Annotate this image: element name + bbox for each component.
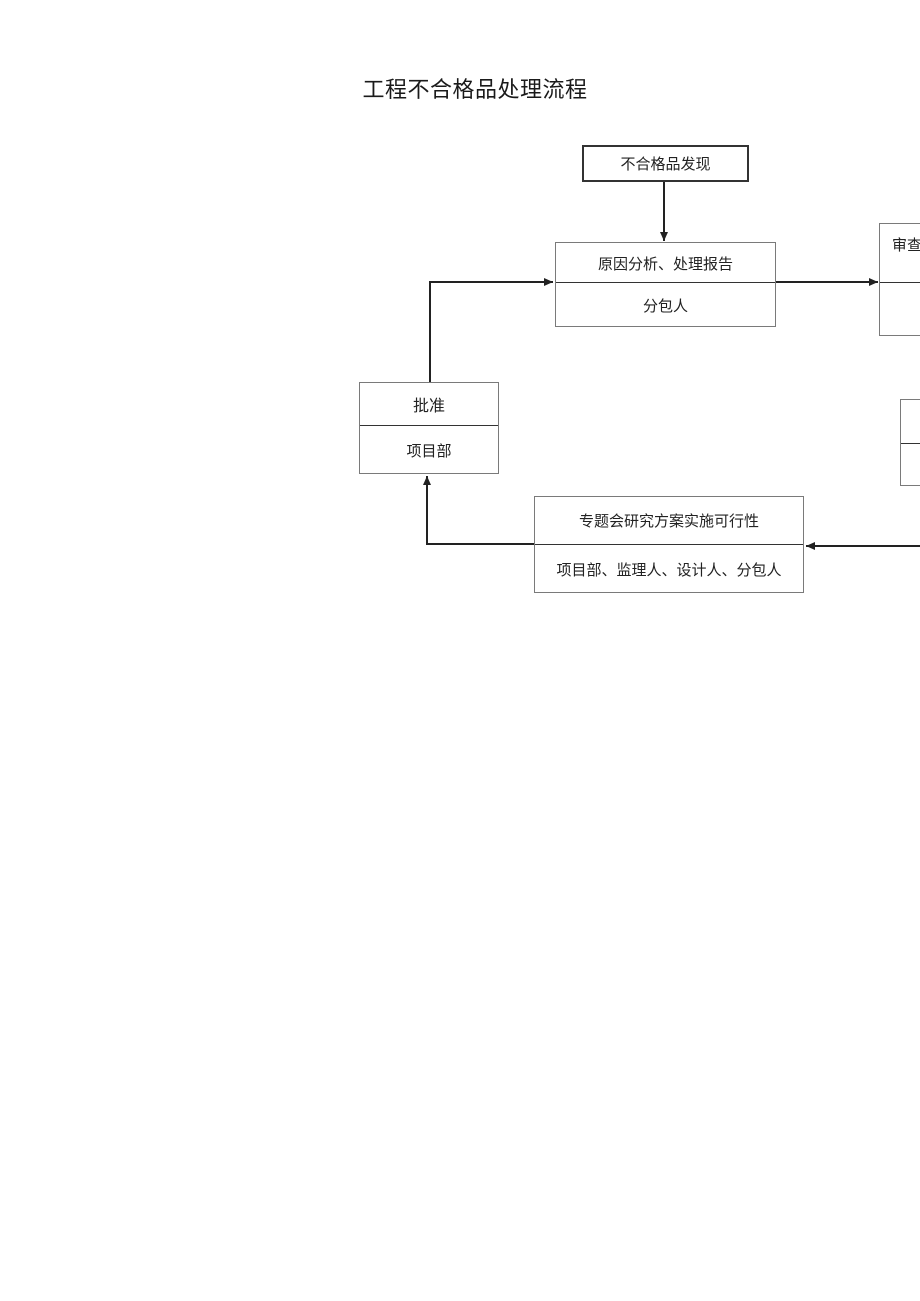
node-analysis: 原因分析、处理报告 分包人 — [555, 242, 776, 327]
arrow-approve-to-analysis — [429, 278, 553, 382]
node-review-label: 审查 — [892, 235, 920, 254]
node-meeting-role: 项目部、监理人、设计人、分包人 — [556, 560, 782, 579]
node-analysis-divider — [556, 282, 775, 283]
arrow-meeting-to-approve — [423, 476, 534, 545]
node-approve: 批准 项目部 — [359, 382, 499, 474]
node-meeting: 专题会研究方案实施可行性 项目部、监理人、设计人、分包人 — [534, 496, 804, 593]
node-approve-label: 批准 — [412, 396, 445, 415]
node-approve-divider — [360, 425, 498, 426]
node-approve-role: 项目部 — [406, 441, 452, 460]
node-discovery: 不合格品发现 — [582, 145, 749, 182]
node-review: 审查 — [879, 223, 920, 336]
node-analysis-role: 分包人 — [642, 296, 688, 315]
node-meeting-label: 专题会研究方案实施可行性 — [578, 512, 759, 530]
node-analysis-label: 原因分析、处理报告 — [597, 254, 733, 273]
node-offscreen — [900, 399, 920, 486]
node-discovery-label: 不合格品发现 — [620, 155, 711, 173]
node-offscreen-divider — [901, 443, 920, 444]
node-review-divider — [880, 282, 920, 283]
node-meeting-divider — [535, 544, 803, 545]
page-title: 工程不合格品处理流程 — [362, 78, 588, 103]
